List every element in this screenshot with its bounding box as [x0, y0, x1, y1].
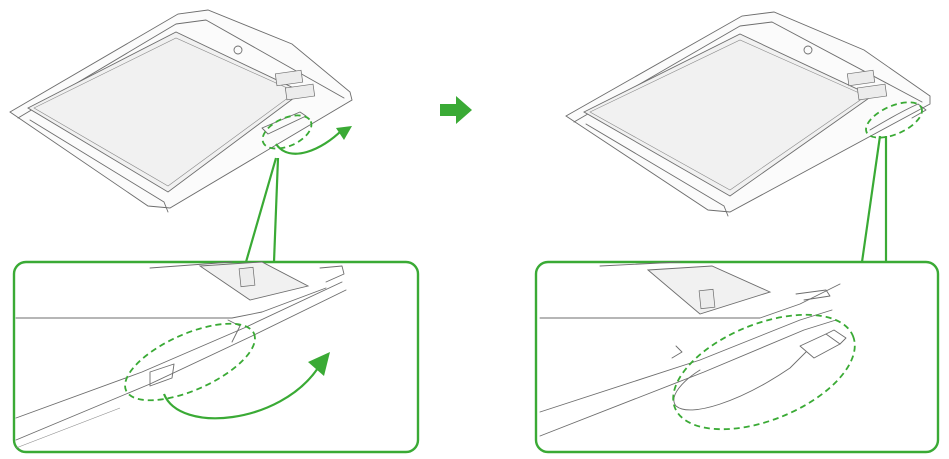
cable-routed-small: [869, 103, 927, 131]
zoom-label-plate: [238, 266, 256, 288]
focus-ellipse-small-left: [261, 114, 313, 150]
curved-arrow-head-small: [336, 126, 352, 140]
cable-routed: [673, 351, 807, 411]
device-after: [565, 11, 931, 217]
curved-arrow-head-large: [308, 352, 330, 376]
curved-arrow-icon-small: [275, 129, 343, 155]
device-before: [9, 9, 353, 213]
zoom-detail-after: [539, 261, 847, 437]
focus-ellipse-small-right: [865, 101, 923, 139]
arrow-right-icon: [440, 96, 472, 124]
zoom-panel-left: [12, 260, 420, 454]
focus-ellipse-large-right: [672, 313, 856, 431]
label-plate-top: [274, 69, 304, 87]
zoom-panel-right: [534, 260, 940, 454]
focus-ellipse-large-left: [124, 322, 256, 402]
curved-arrow-icon-large: [162, 367, 319, 420]
zoom-detail-before: [15, 261, 347, 449]
label-plate-bottom: [284, 83, 316, 101]
